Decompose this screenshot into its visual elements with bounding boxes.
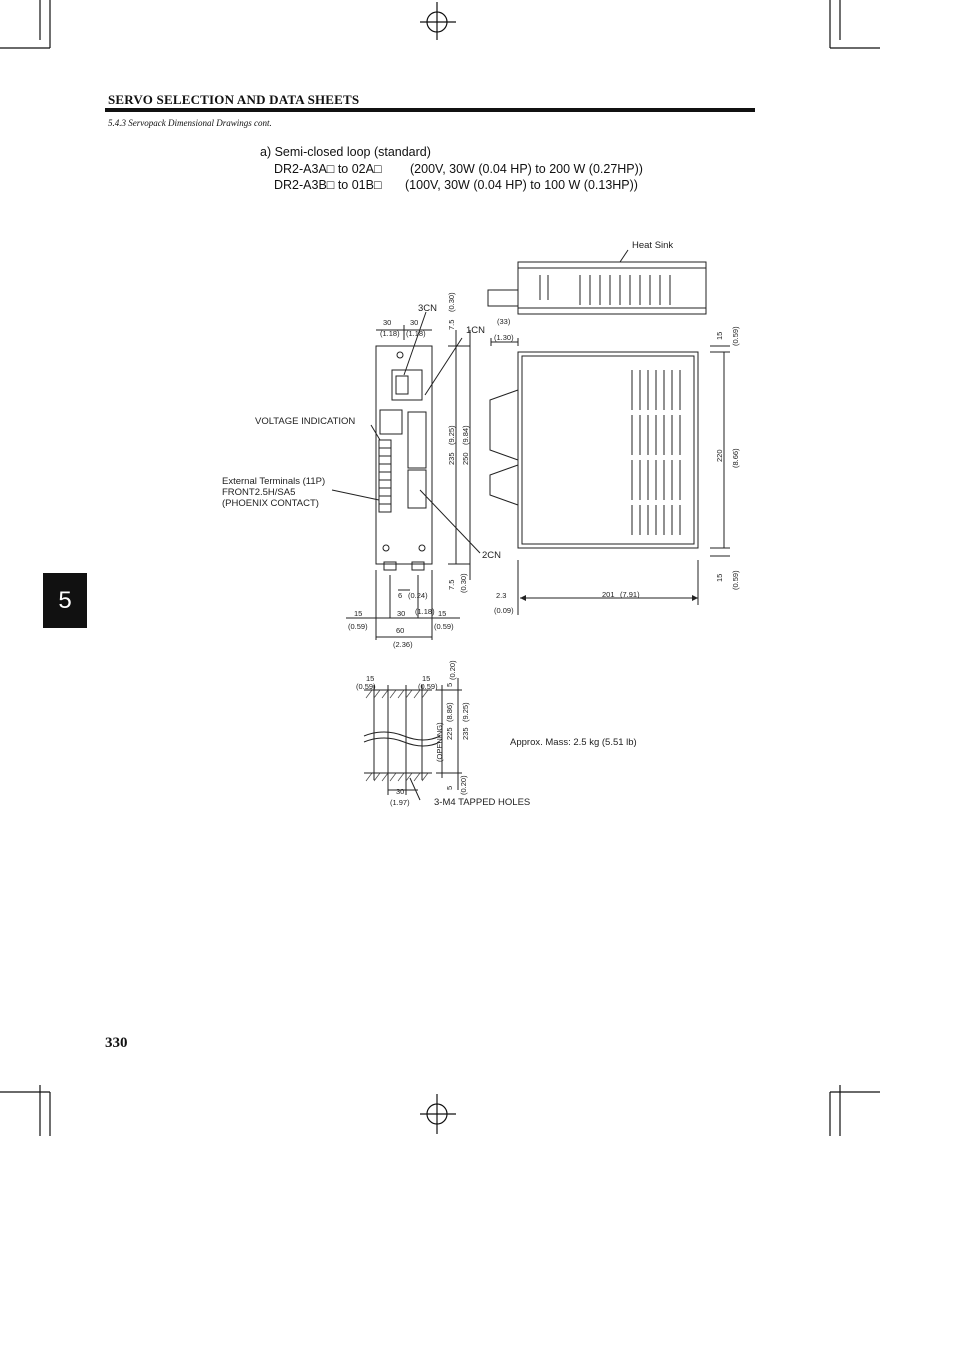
opening-label: (OPENING) (435, 722, 444, 762)
dim-235: 235 (447, 452, 456, 465)
dim-030-bot: (0.30) (459, 573, 468, 593)
ext-terminals-label-3: (PHOENIX CONTACT) (222, 498, 319, 509)
mnt-30: 30 (396, 787, 404, 796)
mnt-020-bot: (0.20) (459, 775, 468, 795)
dim-118-m: (1.18) (415, 607, 435, 616)
dim-15-l: 15 (354, 609, 362, 618)
mnt-235: 235 (461, 727, 470, 740)
dim-059-bot: (0.59) (731, 570, 740, 590)
dim-925: (9.25) (447, 425, 456, 445)
cn1-label: 1CN (466, 325, 485, 336)
mnt-225: 225 (445, 727, 454, 740)
ext-terminals-label-1: External Terminals (11P) (222, 476, 325, 487)
dim-118-left: (1.18) (380, 329, 400, 338)
dim-30-right: 30 (410, 318, 418, 327)
mnt-925: (9.25) (461, 702, 470, 722)
caption-line2-spec: (200V, 30W (0.04 HP) to 200 W (0.27HP)) (410, 162, 643, 176)
mnt-15-l: 15 (366, 674, 374, 683)
ext-terminals-label-2: FRONT2.5H/SA5 (222, 487, 295, 498)
dim-030-top: (0.30) (447, 292, 456, 312)
dim-791: (7.91) (620, 590, 640, 599)
dim-201: 201 (602, 590, 615, 599)
dim-059-l: (0.59) (348, 622, 368, 631)
dim-7-5-bot: 7.5 (447, 580, 456, 590)
dim-7-5-top: 7.5 (447, 320, 456, 330)
mnt-5-bot: 5 (445, 786, 454, 790)
dim-984: (9.84) (461, 425, 470, 445)
section-title: SERVO SELECTION AND DATA SHEETS (108, 92, 360, 107)
dim-220: 220 (715, 449, 724, 462)
dim-60: 60 (396, 626, 404, 635)
mnt-197: (1.97) (390, 798, 410, 807)
dim-30-m: 30 (397, 609, 405, 618)
mnt-886: (8.86) (445, 702, 454, 722)
dim-2-3: 2.3 (496, 591, 506, 600)
dim-30-left: 30 (383, 318, 391, 327)
dim-118-right: (1.18) (406, 329, 426, 338)
dim-15-bot: 15 (715, 574, 724, 582)
caption-line2-model: DR2-A3A□ to 02A□ (274, 162, 382, 176)
mnt-059-l: (0.59) (356, 682, 376, 691)
mnt-020-top: (0.20) (448, 660, 457, 680)
mnt-15-r: 15 (422, 674, 430, 683)
caption-line1: a) Semi-closed loop (standard) (260, 145, 431, 159)
page-number: 330 (105, 1035, 128, 1051)
dim-250: 250 (461, 452, 470, 465)
tapped-holes-label: 3-M4 TAPPED HOLES (434, 797, 530, 808)
header-rule (105, 108, 755, 112)
dim-33: (33) (497, 317, 511, 326)
heat-sink-label: Heat Sink (632, 240, 673, 251)
mass-label: Approx. Mass: 2.5 kg (5.51 lb) (510, 737, 637, 748)
dim-15-top: 15 (715, 332, 724, 340)
breadcrumb: 5.4.3 Servopack Dimensional Drawings con… (108, 118, 272, 128)
dim-130: (1.30) (494, 333, 514, 342)
voltage-indication-label: VOLTAGE INDICATION (255, 416, 355, 427)
cn3-label-top: 3CN (418, 303, 437, 314)
dim-024: (0.24) (408, 591, 428, 600)
chapter-tab: 5 (43, 573, 87, 628)
mnt-5-top: 5 (445, 683, 454, 687)
caption-line3-model: DR2-A3B□ to 01B□ (274, 178, 382, 192)
dim-15-r: 15 (438, 609, 446, 618)
dim-009: (0.09) (494, 606, 514, 615)
dim-866: (8.66) (731, 448, 740, 468)
dim-236: (2.36) (393, 640, 413, 649)
dim-6: 6 (398, 591, 402, 600)
caption-line3-spec: (100V, 30W (0.04 HP) to 100 W (0.13HP)) (405, 178, 638, 192)
dim-059-top: (0.59) (731, 326, 740, 346)
cn2-label: 2CN (482, 550, 501, 561)
mnt-059-r: (0.59) (418, 682, 438, 691)
dim-059-r: (0.59) (434, 622, 454, 631)
